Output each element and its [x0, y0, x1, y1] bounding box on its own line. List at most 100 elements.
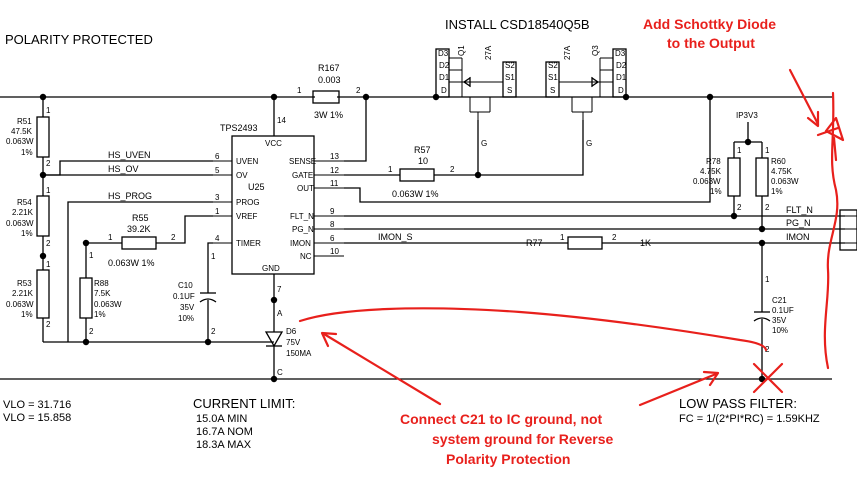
c10-volt: 35V	[180, 303, 195, 312]
r55-resistor	[86, 215, 213, 250]
c10-tol: 10%	[178, 314, 194, 323]
ic-pin-timer: TIMER	[236, 239, 261, 248]
net-hs-ov: HS_OV	[108, 164, 139, 174]
lpf-title: LOW PASS FILTER:	[679, 396, 797, 411]
ic-gnd-label: GND	[262, 264, 280, 273]
net-flt-n: FLT_N	[786, 205, 813, 215]
ic-pin-pg: PG_N	[292, 225, 314, 234]
r78-power: 0.063W	[693, 177, 721, 186]
q3-pin-d: D	[618, 86, 624, 95]
net-hs-prog: HS_PROG	[108, 191, 152, 201]
c10-ref: C10	[178, 281, 193, 290]
q1-cur: 27A	[484, 45, 493, 60]
polarity-title: POLARITY PROTECTED	[5, 32, 153, 47]
q3-pin-g: G	[586, 139, 592, 148]
r60-pin1: 1	[765, 146, 770, 155]
ic-pin-out-num: 11	[330, 179, 339, 188]
current-limit-title: CURRENT LIMIT:	[193, 396, 295, 411]
r78-value: 4.75K	[700, 167, 722, 176]
ic-pin-ov: OV	[236, 171, 248, 180]
c21-pin2: 2	[765, 345, 770, 354]
net-imon: IMON	[786, 232, 810, 242]
output-connector	[839, 209, 857, 251]
r78-pin2: 2	[737, 203, 742, 212]
q3-pin-s1: S1	[548, 73, 558, 82]
r167-pin1: 1	[297, 86, 302, 95]
gate-net	[344, 120, 584, 182]
r54-value: 2.21K	[12, 208, 34, 217]
c21-note-3: Polarity Protection	[446, 451, 570, 467]
c21-note-1: Connect C21 to IC ground, not	[400, 411, 603, 427]
net-imon-s: IMON_S	[378, 232, 413, 242]
ic-pin-imon-num: 6	[330, 234, 335, 243]
r57-value: 10	[418, 156, 428, 166]
out-net	[344, 97, 711, 203]
q3-pin-s2: S2	[548, 61, 558, 70]
install-title: INSTALL CSD18540Q5B	[445, 17, 590, 32]
ic-pin-pg-num: 8	[330, 220, 335, 229]
lpf-formula: FC = 1/(2*PI*RC) = 1.59KHZ	[679, 413, 820, 425]
q3-pin-d2: D2	[616, 61, 627, 70]
r167-rating: 3W 1%	[314, 110, 343, 120]
r57-pin1: 1	[388, 165, 393, 174]
d6-pin-a: A	[277, 309, 283, 318]
r167-ref: R167	[318, 63, 340, 73]
q1-pin-s1: S1	[505, 73, 515, 82]
r55-ref: R55	[132, 213, 149, 223]
r78-tol: 1%	[710, 187, 722, 196]
ic-pin-flt-num: 9	[330, 207, 335, 216]
current-limit-min: 15.0A MIN	[196, 413, 247, 425]
r88-tol: 1%	[94, 310, 106, 319]
r57-pin2: 2	[450, 165, 455, 174]
c21-note-2: system ground for Reverse	[432, 431, 613, 447]
r167-value: 0.003	[318, 75, 341, 85]
pullup-network	[727, 122, 769, 229]
ic-pin-nc-num: 10	[330, 247, 339, 256]
c21-volt: 35V	[772, 316, 787, 325]
r51-tol: 1%	[21, 148, 33, 157]
c10-pin1: 1	[211, 252, 216, 261]
c21-tol: 10%	[772, 326, 788, 335]
current-limit-nom: 16.7A NOM	[196, 426, 253, 438]
ic-pin-uven: UVEN	[236, 157, 258, 166]
sense-net	[344, 97, 367, 162]
r60-pin2: 2	[765, 203, 770, 212]
r88-power: 0.063W	[94, 300, 122, 309]
r55-rating: 0.063W 1%	[108, 258, 155, 268]
r53-pin1: 1	[46, 260, 51, 269]
q1-pin-s: S	[507, 86, 512, 95]
ic-pin-sense: SENSE	[289, 157, 316, 166]
r54-power: 0.063W	[6, 219, 34, 228]
schottky-note-2: to the Output	[667, 35, 755, 51]
prog-net	[67, 201, 213, 342]
ic-pin-imon: IMON	[290, 239, 311, 248]
r77-pin2: 2	[612, 233, 617, 242]
junction-dots	[39, 93, 766, 383]
r55-value: 39.2K	[127, 224, 151, 234]
vlo-note-1: VLO = 31.716	[3, 399, 71, 411]
r88-pin2: 2	[89, 327, 94, 336]
d6-diode	[264, 300, 284, 379]
r53-power: 0.063W	[6, 300, 34, 309]
c21-pin1: 1	[765, 275, 770, 284]
current-limit-max: 18.3A MAX	[196, 439, 252, 451]
r77-ref: R77	[526, 238, 543, 248]
r60-ref: R60	[771, 157, 786, 166]
q3-cur: 27A	[563, 45, 572, 60]
q1-pin-g: G	[481, 139, 487, 148]
c10-capacitor	[199, 242, 217, 342]
r60-power: 0.063W	[771, 177, 799, 186]
q1-pin-s2: S2	[505, 61, 515, 70]
r167-resistor: R167 0.003 3W 1% 1 2	[297, 63, 361, 120]
r55-pin1: 1	[108, 233, 113, 242]
ic-u25	[213, 97, 344, 300]
ic-pin-vref: VREF	[236, 212, 257, 221]
ic-pin-out: OUT	[297, 184, 314, 193]
r53-ref: R53	[17, 279, 32, 288]
r167-pin2: 2	[356, 86, 361, 95]
r78-pin1: 1	[737, 146, 742, 155]
r51-pin1: 1	[46, 106, 51, 115]
r57-rating: 0.063W 1%	[392, 189, 439, 199]
q1-pin-d: D	[441, 86, 447, 95]
